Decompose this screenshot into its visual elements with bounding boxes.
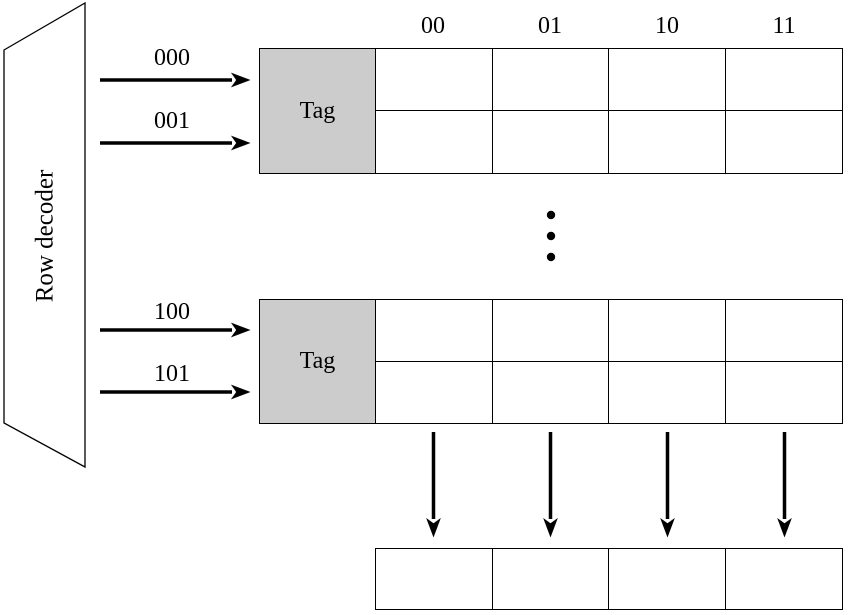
data-cell bbox=[725, 49, 842, 111]
data-cell bbox=[376, 49, 493, 111]
ellipsis-dot bbox=[546, 252, 556, 262]
data-cell bbox=[376, 361, 493, 423]
column-header-11: 11 bbox=[772, 13, 796, 39]
ellipsis-dot bbox=[546, 231, 556, 241]
data-cell bbox=[376, 111, 493, 173]
address-label-000: 000 bbox=[154, 45, 190, 71]
data-cell bbox=[725, 300, 842, 362]
output-cell bbox=[726, 549, 843, 609]
output-cell bbox=[376, 549, 493, 609]
data-cell bbox=[493, 361, 609, 423]
output-row bbox=[375, 548, 843, 610]
data-cell bbox=[493, 111, 609, 173]
output-cell bbox=[609, 549, 726, 609]
data-cell bbox=[609, 361, 726, 423]
address-label-101: 101 bbox=[154, 361, 190, 387]
data-cell bbox=[492, 300, 609, 362]
data-cell bbox=[609, 111, 726, 173]
data-cell bbox=[726, 111, 843, 173]
data-cell bbox=[609, 49, 726, 111]
cache-set-top: Tag bbox=[259, 48, 843, 174]
column-header-00: 00 bbox=[421, 13, 445, 39]
row-decoder-label: Row decoder bbox=[31, 169, 59, 303]
address-label-100: 100 bbox=[154, 299, 190, 325]
address-label-001: 001 bbox=[154, 108, 190, 134]
row-decoder-shape bbox=[3, 1, 86, 469]
output-cell bbox=[493, 549, 609, 609]
data-cell bbox=[376, 300, 493, 362]
data-cell bbox=[492, 49, 609, 111]
column-header-01: 01 bbox=[538, 13, 562, 39]
tag-cell: Tag bbox=[260, 49, 376, 173]
data-cell bbox=[726, 362, 843, 424]
data-cell bbox=[609, 300, 726, 362]
tag-cell: Tag bbox=[260, 300, 376, 423]
cache-set-bottom: Tag bbox=[259, 299, 843, 424]
column-header-10: 10 bbox=[655, 13, 679, 39]
ellipsis-dot bbox=[546, 210, 556, 220]
